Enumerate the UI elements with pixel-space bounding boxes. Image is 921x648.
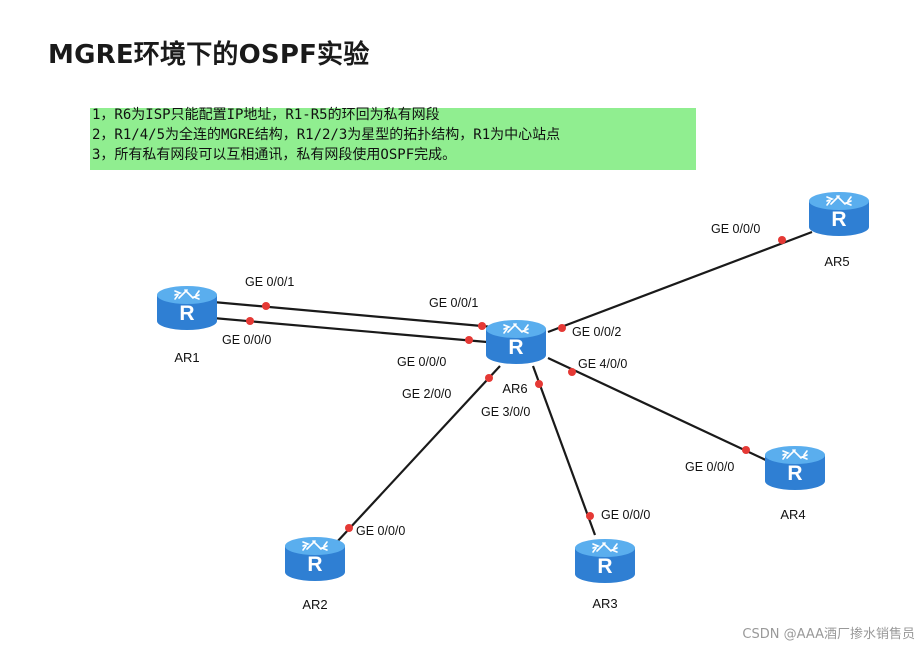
port-dot [465, 336, 473, 344]
port-label: GE 0/0/0 [397, 355, 446, 369]
router-icon [156, 285, 218, 331]
requirements-box: 1，R6为ISP只能配置IP地址，R1-R5的环回为私有网段 2，R1/4/5为… [90, 107, 696, 170]
port-label: GE 0/0/0 [356, 524, 405, 538]
router-ar6[interactable]: AR6 [485, 319, 547, 396]
port-dot [778, 236, 786, 244]
port-dot [345, 524, 353, 532]
port-label: GE 0/0/2 [572, 325, 621, 339]
router-ar5[interactable]: AR5 [808, 191, 870, 269]
requirement-2: 2，R1/4/5为全连的MGRE结构，R1/2/3为星型的拓扑结构，R1为中心站… [92, 127, 561, 143]
router-icon [764, 445, 826, 491]
router-icon [485, 319, 547, 365]
router-icon [808, 191, 870, 237]
port-dot [568, 368, 576, 376]
port-dot [478, 322, 486, 330]
router-label: AR6 [502, 381, 527, 396]
port-dot [742, 446, 750, 454]
port-label: GE 0/0/0 [222, 333, 271, 347]
requirement-1: 1，R6为ISP只能配置IP地址，R1-R5的环回为私有网段 [92, 107, 440, 123]
port-label: GE 0/0/0 [685, 460, 734, 474]
watermark: CSDN @AAA酒厂掺水销售员 [742, 627, 915, 642]
port-dot [586, 512, 594, 520]
link-ar6-ar5 [547, 230, 813, 334]
router-ar3[interactable]: AR3 [574, 538, 636, 611]
router-icon [574, 538, 636, 584]
router-label: AR2 [302, 597, 327, 612]
router-label: AR1 [174, 350, 199, 365]
router-ar4[interactable]: AR4 [764, 445, 826, 522]
port-dot [485, 374, 493, 382]
port-label: GE 4/0/0 [578, 357, 627, 371]
requirement-3: 3，所有私有网段可以互相通讯，私有网段使用OSPF完成。 [92, 147, 457, 163]
port-dot [262, 302, 270, 310]
port-label: GE 0/0/1 [245, 275, 294, 289]
page-title: MGRE环境下的OSPF实验 [48, 40, 370, 70]
port-label: GE 0/0/0 [601, 508, 650, 522]
port-dot [558, 324, 566, 332]
router-ar1[interactable]: AR1 [156, 285, 218, 365]
port-dot [246, 317, 254, 325]
link-ar6-ar2 [335, 365, 501, 544]
port-dot [535, 380, 543, 388]
link-ar1-ar6-b [212, 316, 488, 344]
router-ar2[interactable]: AR2 [284, 536, 346, 612]
router-label: AR3 [592, 596, 617, 611]
port-label: GE 0/0/1 [429, 296, 478, 310]
port-label: GE 3/0/0 [481, 405, 530, 419]
router-label: AR5 [824, 254, 849, 269]
port-label: GE 0/0/0 [711, 222, 760, 236]
router-icon [284, 536, 346, 582]
port-label: GE 2/0/0 [402, 387, 451, 401]
link-ar6-ar3 [531, 365, 597, 536]
link-ar6-ar4 [547, 357, 771, 463]
router-label: AR4 [780, 507, 805, 522]
link-ar1-ar6-a [212, 300, 494, 329]
